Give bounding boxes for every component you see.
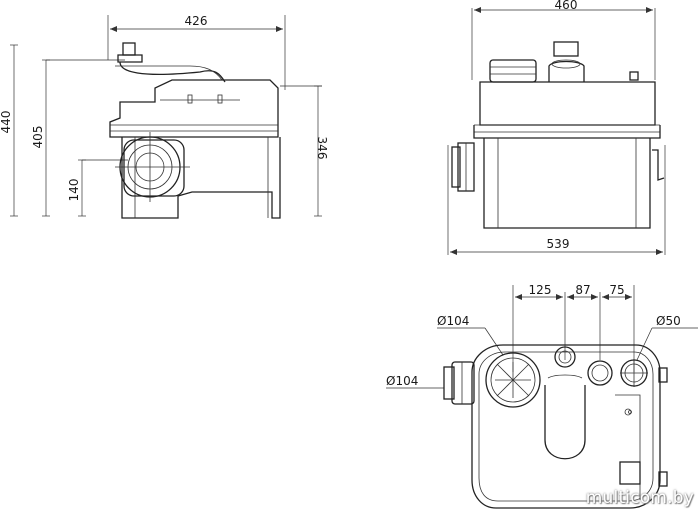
dim-side-height-405: 405	[31, 126, 45, 149]
front-view: 460 539	[447, 0, 666, 255]
dim-side-width: 426	[185, 14, 208, 28]
dim-front-width: 460	[555, 0, 578, 12]
dim-side-inlet-140: 140	[67, 179, 81, 202]
dim-top-outlet-d50: Ø50	[656, 314, 681, 328]
dim-top-75: 75	[609, 283, 624, 297]
side-view: 426 440 405 140 346	[0, 14, 329, 219]
dim-top-125: 125	[529, 283, 552, 297]
dim-top-side-d104: Ø104	[386, 374, 418, 388]
dim-top-87: 87	[575, 283, 590, 297]
watermark: multicom.by	[585, 488, 694, 508]
dim-side-height-346: 346	[315, 137, 329, 160]
dim-front-overall: 539	[547, 237, 570, 251]
top-view: 125 87 75 Ø104 Ø50 Ø104	[386, 283, 698, 509]
dim-side-height-440: 440	[0, 111, 13, 134]
dim-top-inlet-d104: Ø104	[437, 314, 469, 328]
